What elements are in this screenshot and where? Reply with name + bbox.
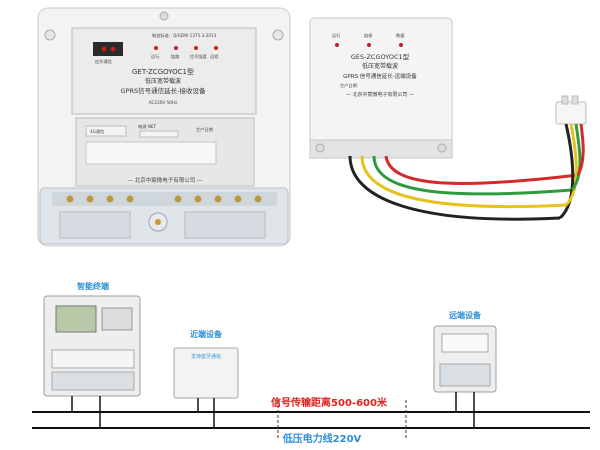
right-data-led xyxy=(399,43,403,47)
remote-label: 远程 xyxy=(210,53,219,60)
status-labels: 电源 NET xyxy=(138,123,156,130)
comm-label: 4G通信 xyxy=(90,128,104,135)
run-led xyxy=(154,46,158,50)
right-run-label: 运行 xyxy=(332,32,340,39)
remote-led xyxy=(214,46,218,50)
far-device xyxy=(433,325,497,428)
left-company: — 北京中宸微电子有限公司 — xyxy=(128,176,203,184)
terminal-screws xyxy=(66,195,262,203)
right-link-led xyxy=(367,43,371,47)
standard-label: 制造标准：Q/GDW 1375.3-2013 xyxy=(152,32,217,39)
right-link-label: 链接 xyxy=(364,32,373,39)
hanging-hole xyxy=(159,11,169,21)
ir-label: 红外通信 xyxy=(95,58,112,65)
right-company: — 北京中宸微电子有限公司 — xyxy=(346,91,414,98)
right-line3: GPRS 信号通信延长-远端设备 xyxy=(343,72,417,80)
signal-label: 信号强度 xyxy=(190,53,208,60)
right-date-label: 生产日期: xyxy=(340,82,358,89)
signal-led xyxy=(194,46,198,50)
left-line2: 低压宽带载波 xyxy=(145,77,181,85)
link-label: 链路 xyxy=(171,53,180,60)
run-label: 运行 xyxy=(151,53,159,60)
left-model: GET-ZCGOYOC1型 xyxy=(132,67,194,76)
left-module: 制造标准：Q/GDW 1375.3-2013 红外通信 运行 链路 信号强度 远… xyxy=(37,7,291,247)
date-label: 生产日期 xyxy=(196,126,213,133)
near-device: 支持蓝牙通信 xyxy=(173,347,239,428)
near-device-label: 近端设备 xyxy=(190,329,223,339)
power-line-label: 低压电力线220V xyxy=(282,432,362,445)
right-module: 运行 链接 数据 GES-ZCGOYOC1型 低压宽带载波 GPRS 信号通信延… xyxy=(309,17,453,159)
system-diagram: 智能终端 支持蓝牙通信 近端设备 远端设备 信号传输距离500-600米 低压电… xyxy=(32,281,590,445)
smart-terminal-device xyxy=(43,295,141,428)
distance-label: 信号传输距离500-600米 xyxy=(271,396,388,409)
right-run-led xyxy=(335,43,339,47)
left-power: AC220V 50Hz xyxy=(149,100,178,105)
plug-connector xyxy=(555,101,587,125)
cable-bundle xyxy=(348,95,587,221)
right-line2: 低压宽带载波 xyxy=(362,62,398,70)
ir-led xyxy=(101,46,107,52)
right-model: GES-ZCGOYOC1型 xyxy=(351,52,410,61)
right-data-label: 数据 xyxy=(396,32,404,39)
smart-terminal-label: 智能终端 xyxy=(77,281,109,291)
far-device-label: 远端设备 xyxy=(449,310,482,320)
left-line3: GPRS信号通信延长-接收设备 xyxy=(121,86,206,95)
link-led xyxy=(174,46,178,50)
near-device-sub: 支持蓝牙通信 xyxy=(191,353,221,360)
